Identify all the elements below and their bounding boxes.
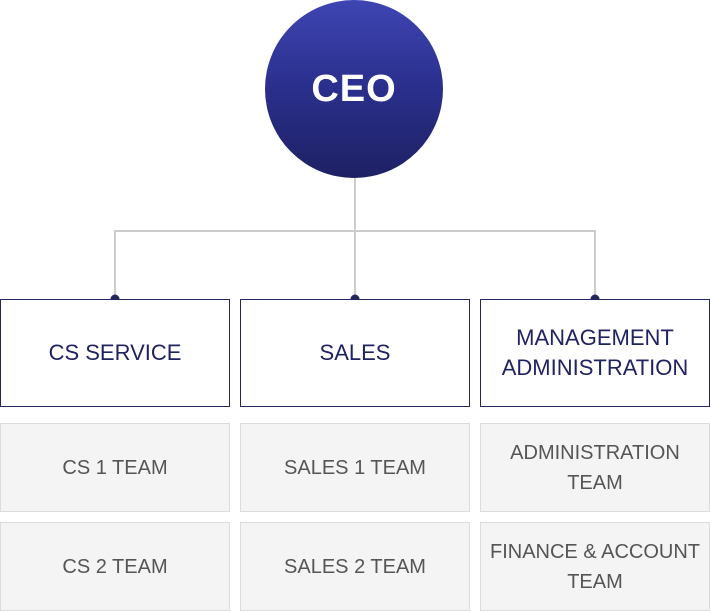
dept-management-administration: MANAGEMENT ADMINISTRATION [480, 299, 710, 407]
team-label: FINANCE & ACCOUNT TEAM [489, 540, 701, 593]
team-sales-2: SALES 2 TEAM [240, 522, 470, 611]
team-administration: ADMINISTRATION TEAM [480, 423, 710, 512]
team-label: SALES 1 TEAM [284, 456, 426, 479]
ceo-node: CEO [265, 0, 443, 178]
dept-label: SALES [319, 340, 391, 365]
dept-sales: SALES [240, 299, 470, 407]
team-cs-1: CS 1 TEAM [0, 423, 230, 512]
team-label: SALES 2 TEAM [284, 555, 426, 578]
team-sales-1: SALES 1 TEAM [240, 423, 470, 512]
team-finance-account: FINANCE & ACCOUNT TEAM [480, 522, 710, 611]
team-cs-2: CS 2 TEAM [0, 522, 230, 611]
team-label: ADMINISTRATION TEAM [510, 441, 680, 494]
team-label: CS 1 TEAM [62, 456, 168, 479]
dept-cs-service: CS SERVICE [0, 299, 230, 407]
dept-label: CS SERVICE [48, 340, 182, 365]
dept-label: MANAGEMENT ADMINISTRATION [501, 325, 689, 380]
ceo-label: CEO [311, 67, 397, 110]
team-label: CS 2 TEAM [62, 555, 168, 578]
